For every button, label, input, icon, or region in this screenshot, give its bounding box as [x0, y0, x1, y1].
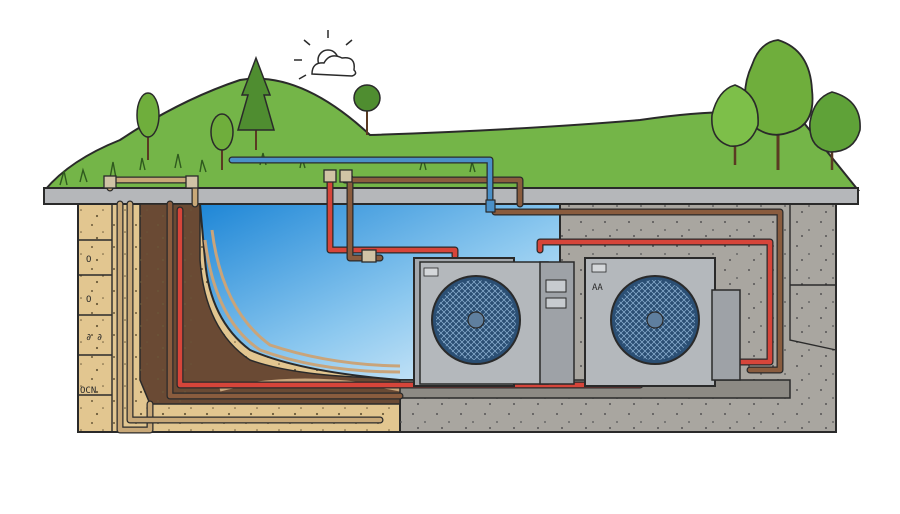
soil-mark-ocn: OCN	[80, 386, 96, 396]
tree-left-mid	[210, 113, 234, 170]
tree-pine	[237, 55, 275, 150]
ground-surface-slab	[43, 187, 859, 205]
tree-bush-top	[353, 84, 381, 135]
cloud-icon	[311, 55, 357, 77]
soil-mark-1: ∂ ∂	[86, 333, 102, 343]
pipe-fittings	[103, 169, 377, 263]
sediment-layer	[203, 229, 401, 374]
soil-mark-3: O	[86, 255, 91, 265]
heat-pump-unit-left	[413, 257, 575, 387]
red-supply-pipe	[176, 174, 774, 389]
unit-right-badge: AA	[592, 283, 603, 293]
soil-mark-2: O	[86, 295, 91, 305]
ground-loop-tan-pipes	[106, 176, 404, 434]
heat-pump-unit-right: AA	[584, 257, 741, 387]
blue-water-pipe	[228, 156, 496, 213]
stone-courses	[78, 204, 113, 432]
tree-left-small	[136, 92, 160, 160]
tree-cluster-right	[711, 39, 861, 170]
